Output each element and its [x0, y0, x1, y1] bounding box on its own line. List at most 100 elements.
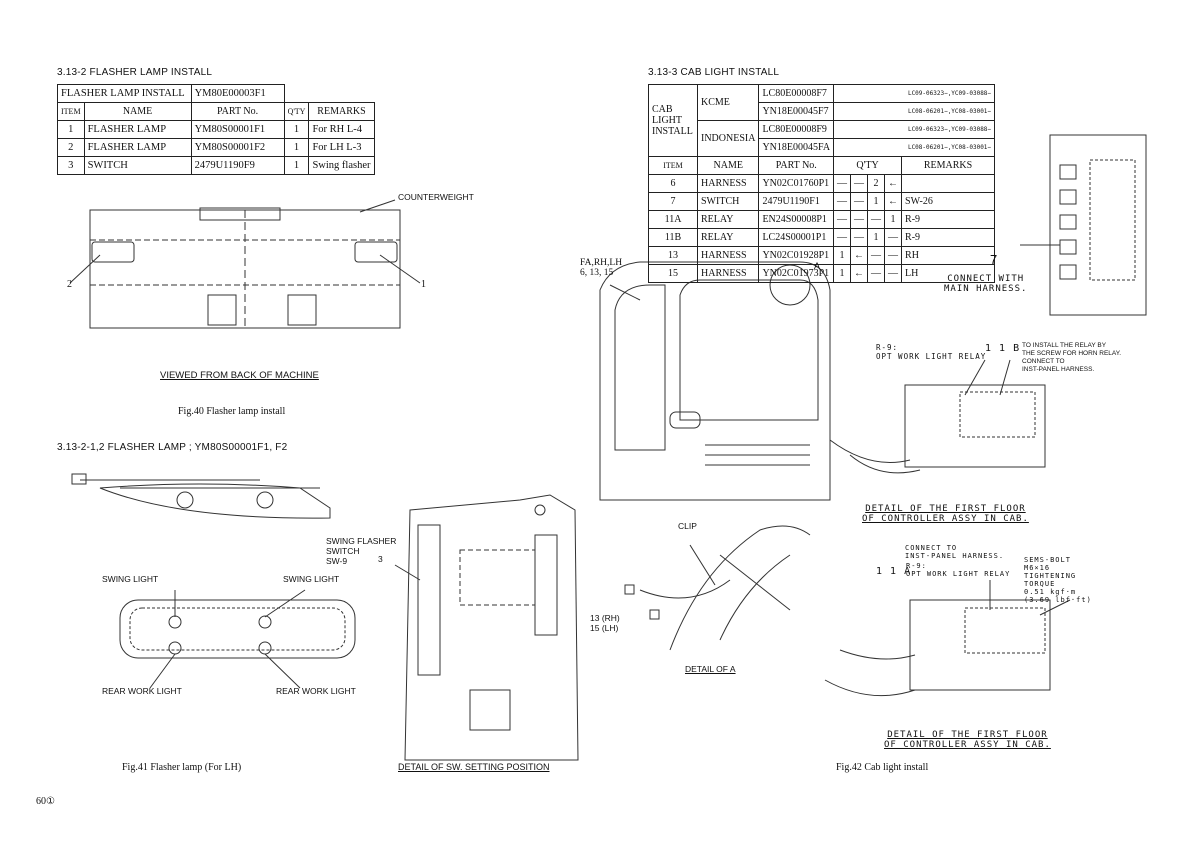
- section-title-flasher-lamp-install: 3.13-2 FLASHER LAMP INSTALL: [57, 67, 213, 78]
- detail-first-floor-1: DETAIL OF THE FIRST FLOOR OF CONTROLLER …: [862, 504, 1029, 524]
- clip-label: CLIP: [678, 521, 697, 531]
- fig42-caption: Fig.42 Cab light install: [836, 762, 929, 773]
- cell-part: 2479U1190F1: [758, 192, 835, 211]
- cell-item: 11B: [648, 228, 698, 247]
- serial-range: LC08-06201−,YC08-03001−: [833, 138, 996, 157]
- table-row: 1 FLASHER LAMP YM80S00001F1 1 For RH L-4: [57, 120, 375, 139]
- cell-name: HARNESS: [696, 174, 760, 193]
- cell-q4: ←: [884, 192, 903, 211]
- col-name: NAME: [696, 156, 760, 175]
- rh-lh-label: 13 (RH) 15 (LH): [590, 613, 620, 633]
- cell-name: FLASHER LAMP: [83, 138, 192, 157]
- kcme-label: KCME: [696, 84, 760, 121]
- cell-remarks: For LH L-3: [308, 138, 375, 157]
- cell-item: 7: [648, 192, 698, 211]
- label-11a: 1 1 A: [876, 566, 912, 577]
- cell-part: 2479U1190F9: [190, 156, 285, 175]
- cell-item: 6: [648, 174, 698, 193]
- serial-range: LC09-06323−,YC09-03088−: [833, 120, 996, 139]
- swing-light-right-label: SWING LIGHT: [283, 574, 340, 584]
- flasher-lamp-subtitle: 3.13-2-1,2 FLASHER LAMP ; YM80S00001F1, …: [57, 442, 288, 453]
- cell-q1: —: [833, 174, 852, 193]
- cell-q3: 1: [867, 228, 886, 247]
- counterweight-label: COUNTERWEIGHT: [398, 192, 474, 202]
- rear-work-light-left-label: REAR WORK LIGHT: [102, 686, 182, 696]
- detail-sw-caption: DETAIL OF SW. SETTING POSITION: [398, 762, 550, 772]
- cell-item: 13: [648, 246, 698, 265]
- cell-name: SWITCH: [696, 192, 760, 211]
- connect-main-harness: CONNECT WITH MAIN HARNESS.: [944, 274, 1028, 294]
- col-item: ITEM: [648, 156, 698, 175]
- cell-name: RELAY: [696, 228, 760, 247]
- cell-q4: —: [884, 228, 903, 247]
- flasher-lamp-parts-table: FLASHER LAMP INSTALL YM80E00003F1 ITEM N…: [57, 84, 375, 175]
- cell-q2: —: [850, 192, 869, 211]
- cell-q2: —: [850, 210, 869, 229]
- assy-part: YM80E00003F1: [190, 84, 285, 103]
- cell-part: LC24S00001P1: [758, 228, 835, 247]
- cell-part: YN02C01973P1: [758, 264, 835, 283]
- cell-item: 15: [648, 264, 698, 283]
- cell-name: HARNESS: [696, 246, 760, 265]
- table-row: 3 SWITCH 2479U1190F9 1 Swing flasher: [57, 156, 375, 175]
- indonesia-label: INDONESIA: [696, 120, 760, 157]
- assy-part: LC80E00008F9: [758, 120, 835, 139]
- cell-q1: 1: [833, 246, 852, 265]
- col-qty: Q'TY: [833, 156, 903, 175]
- callout-7: 7: [990, 252, 998, 267]
- cell-q1: 1: [833, 264, 852, 283]
- cell-q4: —: [884, 264, 903, 283]
- counterweight-outline: [89, 209, 401, 329]
- r9-11b-label: R-9: OPT WORK LIGHT RELAY: [876, 343, 987, 361]
- table-row: 2 FLASHER LAMP YM80S00001F2 1 For LH L-3: [57, 138, 375, 157]
- page-number: 60①: [36, 796, 55, 807]
- col-remarks: REMARKS: [308, 102, 375, 121]
- cell-item: 3: [57, 156, 85, 175]
- detail-a-caption: DETAIL OF A: [685, 664, 736, 674]
- install-relay-note: TO INSTALL THE RELAY BY THE SCREW FOR HO…: [1022, 342, 1122, 373]
- cell-part: EN24S00008P1: [758, 210, 835, 229]
- cell-remarks: [901, 174, 996, 193]
- cell-q3: —: [867, 264, 886, 283]
- col-item: ITEM: [57, 102, 85, 121]
- cell-remarks: Swing flasher: [308, 156, 375, 175]
- cell-part: YN02C01928P1: [758, 246, 835, 265]
- cell-q2: —: [850, 174, 869, 193]
- assy-part: YN18E00045F7: [758, 102, 835, 121]
- cell-q1: —: [833, 228, 852, 247]
- cab-light-parts-table: CAB LIGHT INSTALL KCME LC80E00008F7 LC09…: [648, 84, 996, 283]
- col-name: NAME: [83, 102, 192, 121]
- sems-bolt-note: SEMS-BOLT M6×16 TIGHTENING TORQUE 0.51 k…: [1024, 556, 1092, 604]
- cell-q4: 1: [884, 210, 903, 229]
- callout-2: 2: [67, 279, 72, 290]
- cell-q3: —: [867, 210, 886, 229]
- detail-first-floor-2: DETAIL OF THE FIRST FLOOR OF CONTROLLER …: [884, 730, 1051, 750]
- cell-name: HARNESS: [696, 264, 760, 283]
- cell-q2: ←: [850, 264, 869, 283]
- connect-inst-panel: CONNECT TO INST-PANEL HARNESS.: [905, 544, 1005, 560]
- cell-q2: ←: [850, 246, 869, 265]
- col-remarks: REMARKS: [901, 156, 996, 175]
- group-label: CAB LIGHT INSTALL: [648, 84, 698, 157]
- a-label: A: [814, 261, 821, 271]
- cell-qty: 1: [283, 156, 310, 175]
- cell-item: 2: [57, 138, 85, 157]
- serial-range: LC08-06201−,YC08-03001−: [833, 102, 996, 121]
- section-title-cab-light-install: 3.13-3 CAB LIGHT INSTALL: [648, 67, 780, 78]
- serial-range: LC09-06323−,YC09-03088−: [833, 84, 996, 103]
- fig41-caption: Fig.41 Flasher lamp (For LH): [122, 762, 242, 773]
- assy-part: YN18E00045FA: [758, 138, 835, 157]
- cell-q4: —: [884, 246, 903, 265]
- label-11b: 1 1 B: [985, 343, 1021, 354]
- cell-part: YN02C01760P1: [758, 174, 835, 193]
- cell-name: FLASHER LAMP: [83, 120, 192, 139]
- cell-q3: 2: [867, 174, 886, 193]
- cell-q3: 1: [867, 192, 886, 211]
- cell-remarks: R-9: [901, 210, 996, 229]
- cell-name: SWITCH: [83, 156, 192, 175]
